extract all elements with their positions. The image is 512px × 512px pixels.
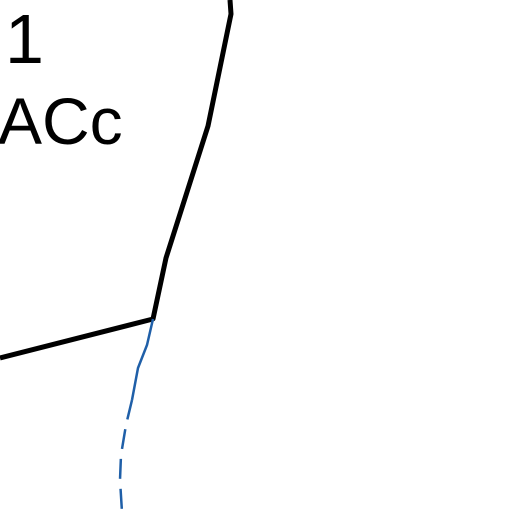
parcel-code-label: ACc: [0, 84, 123, 158]
watercourse-line: [130, 318, 155, 401]
watercourse-dashed-line: [118, 399, 134, 512]
parcel-number-label: 1: [5, 0, 44, 78]
parcel-boundary: [0, 0, 234, 361]
